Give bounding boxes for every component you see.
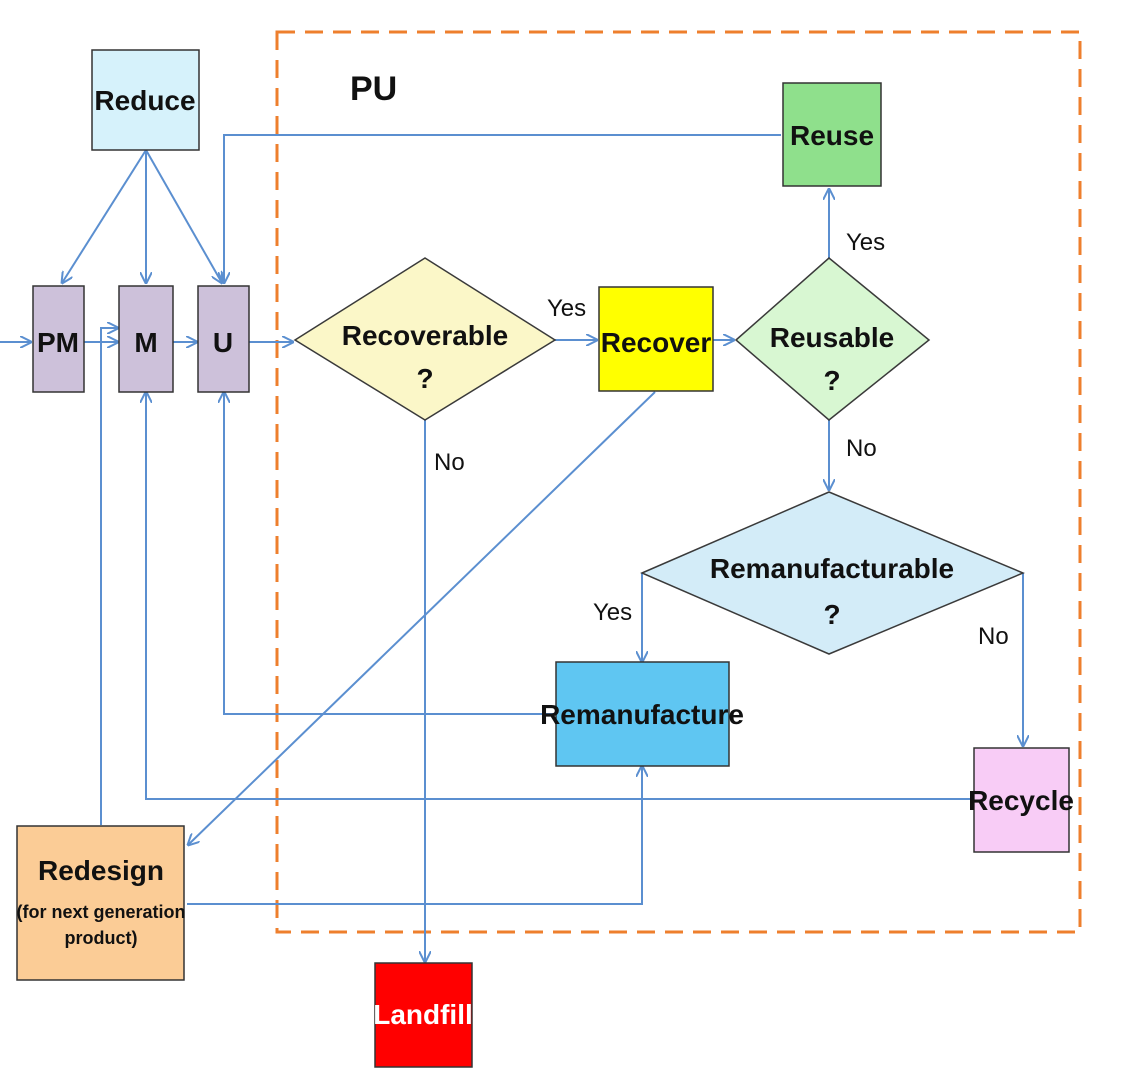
node-reusable-line1: Reusable: [770, 322, 895, 353]
edge-reduce-to-pm: [62, 149, 147, 283]
label-reusable-yes: Yes: [846, 229, 885, 256]
edge-recover-to-redesign: [188, 391, 656, 845]
label-recoverable-yes: Yes: [547, 295, 586, 322]
node-reusable-decision: Reusable ?: [734, 257, 931, 421]
node-recycle: Recycle: [968, 747, 1074, 853]
node-recoverable-line2: ?: [416, 363, 433, 394]
node-reuse: Reuse: [782, 82, 882, 187]
node-redesign-subtitle-line1: (for next generation: [16, 902, 185, 922]
node-remanufacturable-line2: ?: [823, 599, 840, 630]
node-remanufacturable-line1: Remanufacturable: [710, 553, 954, 584]
node-u: U: [197, 285, 250, 393]
edge-reuse-to-u: [224, 134, 781, 283]
node-reusable-line2: ?: [823, 365, 840, 396]
label-remanufacturable-yes: Yes: [593, 599, 632, 626]
edge-reduce-to-u: [145, 149, 222, 283]
node-pm-text: PM: [37, 327, 79, 358]
node-recoverable-line1: Recoverable: [342, 320, 509, 351]
node-remanufacture-text: Remanufacture: [540, 699, 744, 730]
node-remanufacturable-decision: Remanufacturable ?: [640, 491, 1025, 655]
pu-region-label: PU: [350, 70, 397, 108]
node-m: M: [118, 285, 174, 393]
label-recoverable-no: No: [434, 449, 465, 476]
label-reusable-no: No: [846, 435, 877, 462]
node-redesign: Redesign (for next generation product): [16, 825, 186, 981]
node-reduce: Reduce: [91, 49, 200, 151]
node-landfill: Landfill: [373, 962, 473, 1068]
node-remanufacture: Remanufacture: [540, 661, 744, 767]
node-u-text: U: [213, 327, 233, 358]
node-recoverable-decision: Recoverable ?: [293, 257, 557, 421]
edge-recycle-to-m: [146, 392, 973, 800]
edge-redesign-to-remanufacture: [187, 766, 642, 905]
node-m-text: M: [134, 327, 157, 358]
node-recycle-text: Recycle: [968, 785, 1074, 816]
label-remanufacturable-no: No: [978, 623, 1009, 650]
edges: [0, 134, 1023, 962]
edge-remanufacture-to-u: [224, 392, 556, 715]
node-recover: Recover: [598, 286, 714, 392]
node-redesign-subtitle-line2: product): [65, 928, 138, 948]
node-reduce-text: Reduce: [94, 85, 195, 116]
node-landfill-text: Landfill: [373, 999, 473, 1030]
node-pm: PM: [32, 285, 85, 393]
edge-redesign-to-pm: [100, 328, 118, 825]
node-reuse-text: Reuse: [790, 120, 874, 151]
node-recover-text: Recover: [601, 327, 712, 358]
node-redesign-title: Redesign: [38, 855, 164, 886]
pu-region-border: [275, 30, 1082, 934]
